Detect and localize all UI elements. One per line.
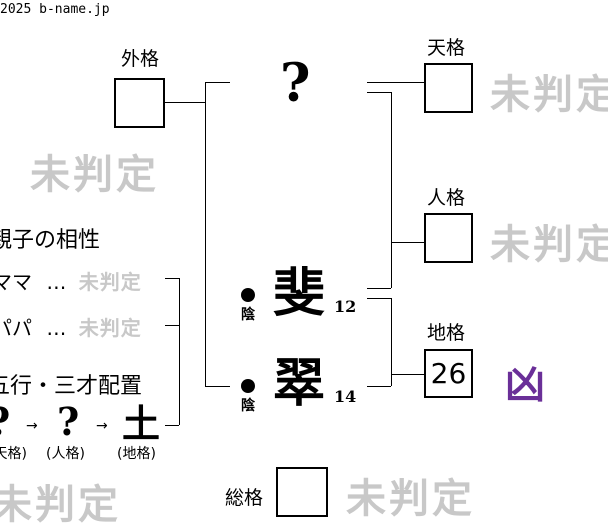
soukaku-box [276, 467, 328, 517]
connector-line [205, 82, 230, 83]
yinyang-label: 陰 [241, 398, 255, 414]
gogyo-label-jinkaku: (人格) [46, 446, 85, 462]
connector-line [391, 242, 424, 243]
connector-line [367, 298, 391, 299]
jinkaku-box [424, 213, 473, 263]
chikaku-label: 地格 [427, 322, 466, 344]
gaikaku-label: 外格 [121, 48, 160, 70]
gogyo-label-chikaku: (地格) [117, 446, 156, 462]
given-char-1: 斐 [273, 263, 326, 324]
connector-line [165, 102, 205, 103]
compat-row-mama: ママ … 未判定 [0, 266, 142, 295]
connector-line [165, 425, 179, 426]
connector-line [367, 288, 391, 289]
gogyo-label-tenkaku: (天格) [0, 446, 27, 462]
copyright-text: 2025 b-name.jp [0, 2, 110, 17]
jinkaku-label: 人格 [427, 187, 466, 209]
gogyo-element-chikaku: 土 [122, 401, 161, 446]
soukaku-undecided: 未判定 [346, 475, 475, 522]
connector-line [391, 374, 424, 375]
chikaku-box: 26 [424, 349, 473, 398]
jinkaku-undecided: 未判定 [490, 221, 608, 268]
tenkaku-label: 天格 [427, 37, 466, 59]
connector-line [165, 278, 179, 279]
yinyang-dot [241, 288, 255, 302]
surname-char: ? [280, 53, 311, 114]
connector-line [165, 325, 179, 326]
gogyo-title: 五行・三才配置 [0, 374, 143, 399]
connector-line [367, 82, 424, 83]
connector-line [391, 92, 392, 288]
connector-line [367, 92, 391, 93]
compat-row-label: パパ [0, 316, 32, 340]
connector-line [205, 386, 230, 387]
compat-row-dots: … [46, 270, 67, 294]
compat-title: 親子の相性 [0, 228, 101, 253]
bottom-undecided: 未判定 [0, 481, 121, 528]
chikaku-verdict: 凶 [505, 361, 545, 408]
given-char-2: 翠 [273, 353, 326, 414]
connector-line [179, 278, 180, 425]
connector-line [391, 298, 392, 386]
compat-row-label: ママ [0, 270, 32, 294]
gaikaku-undecided: 未判定 [30, 151, 159, 198]
gogyo-element-jinkaku: ? [57, 399, 80, 444]
yinyang-dot [241, 379, 255, 393]
given-char-1-strokes: 12 [334, 297, 357, 316]
compat-row-dots: … [46, 316, 67, 340]
compat-row-papa: パパ … 未判定 [0, 312, 142, 341]
given-char-2-strokes: 14 [334, 387, 357, 406]
gogyo-arrow: → [26, 418, 38, 434]
gaikaku-box [114, 78, 165, 128]
connector-line [367, 386, 391, 387]
gogyo-element-tenkaku: ? [0, 403, 10, 441]
gogyo-arrow: → [96, 418, 108, 434]
connector-line [205, 82, 206, 387]
tenkaku-box [424, 63, 473, 113]
soukaku-label: 総格 [225, 487, 264, 509]
yinyang-label: 陰 [241, 307, 255, 323]
compat-row-result: 未判定 [78, 316, 142, 340]
tenkaku-undecided: 未判定 [490, 71, 608, 118]
compat-row-result: 未判定 [78, 270, 142, 294]
